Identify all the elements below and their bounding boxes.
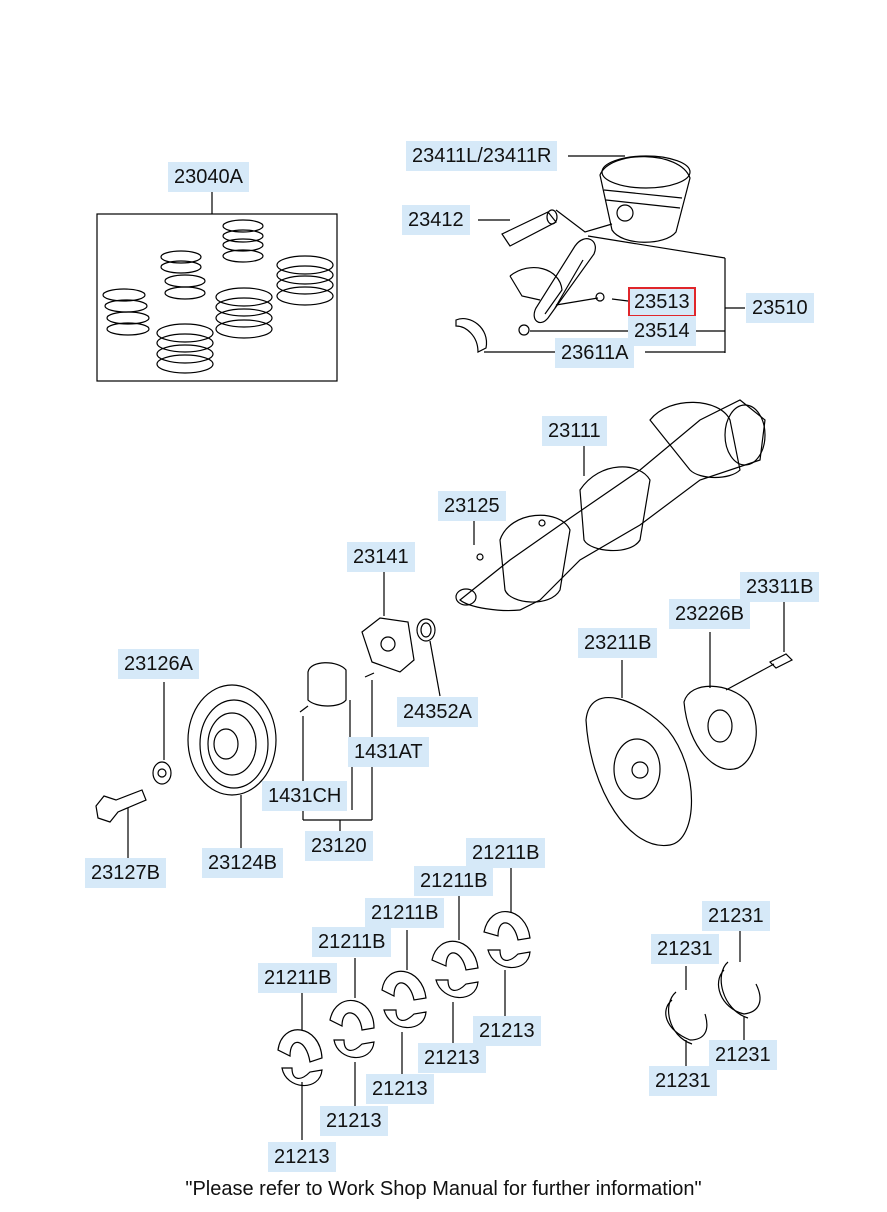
- front-parts: [95, 572, 441, 858]
- piston-ring-set: [96, 192, 338, 382]
- part-label-21211B-1[interactable]: 21211B: [466, 838, 546, 868]
- part-label-23510[interactable]: 23510: [746, 293, 814, 323]
- part-label-21213-4[interactable]: 21213: [320, 1106, 388, 1136]
- flywheel-assembly: [585, 602, 794, 847]
- part-label-23226B[interactable]: 23226B: [669, 599, 750, 629]
- thrust-rings: [665, 930, 761, 1066]
- part-label-23513[interactable]: 23513: [628, 287, 696, 317]
- part-label-21231-1[interactable]: 21231: [702, 901, 770, 931]
- part-label-23040A[interactable]: 23040A: [168, 162, 249, 192]
- part-label-23311B[interactable]: 23311B: [740, 572, 820, 602]
- crankshaft: [455, 399, 766, 612]
- part-label-21231-2[interactable]: 21231: [651, 934, 719, 964]
- part-label-21231-4[interactable]: 21231: [649, 1066, 717, 1096]
- piston-assembly: [455, 155, 745, 353]
- part-label-23611A[interactable]: 23611A: [555, 338, 635, 368]
- part-label-23124B[interactable]: 23124B: [202, 848, 283, 878]
- footer-note: "Please refer to Work Shop Manual for fu…: [185, 1178, 702, 1200]
- part-label-23411L-23411R[interactable]: 23411L/23411R: [406, 141, 558, 171]
- part-label-23125[interactable]: 23125: [438, 491, 506, 521]
- part-label-21231-3[interactable]: 21231: [709, 1040, 777, 1070]
- part-label-23111[interactable]: 23111: [542, 416, 607, 446]
- part-label-21211B-3[interactable]: 21211B: [365, 898, 445, 928]
- part-label-21213-3[interactable]: 21213: [366, 1074, 434, 1104]
- part-label-21213-5[interactable]: 21213: [268, 1142, 336, 1172]
- main-bearings: [277, 868, 531, 1140]
- part-label-1431AT[interactable]: 1431AT: [348, 737, 429, 767]
- part-label-21211B-4[interactable]: 21211B: [312, 927, 392, 957]
- part-label-23127B[interactable]: 23127B: [85, 858, 166, 888]
- part-label-24352A[interactable]: 24352A: [397, 697, 478, 727]
- part-label-23120[interactable]: 23120: [305, 831, 373, 861]
- part-label-21213-2[interactable]: 21213: [418, 1043, 486, 1073]
- part-label-21211B-5[interactable]: 21211B: [258, 963, 338, 993]
- part-label-23126A[interactable]: 23126A: [118, 649, 199, 679]
- part-label-21213-1[interactable]: 21213: [473, 1016, 541, 1046]
- part-label-21211B-2[interactable]: 21211B: [414, 866, 494, 896]
- part-label-23412[interactable]: 23412: [402, 205, 470, 235]
- part-label-1431CH[interactable]: 1431CH: [262, 781, 348, 811]
- part-label-23141[interactable]: 23141: [347, 542, 415, 572]
- part-label-23514[interactable]: 23514: [628, 316, 696, 346]
- part-label-23211B[interactable]: 23211B: [578, 628, 658, 658]
